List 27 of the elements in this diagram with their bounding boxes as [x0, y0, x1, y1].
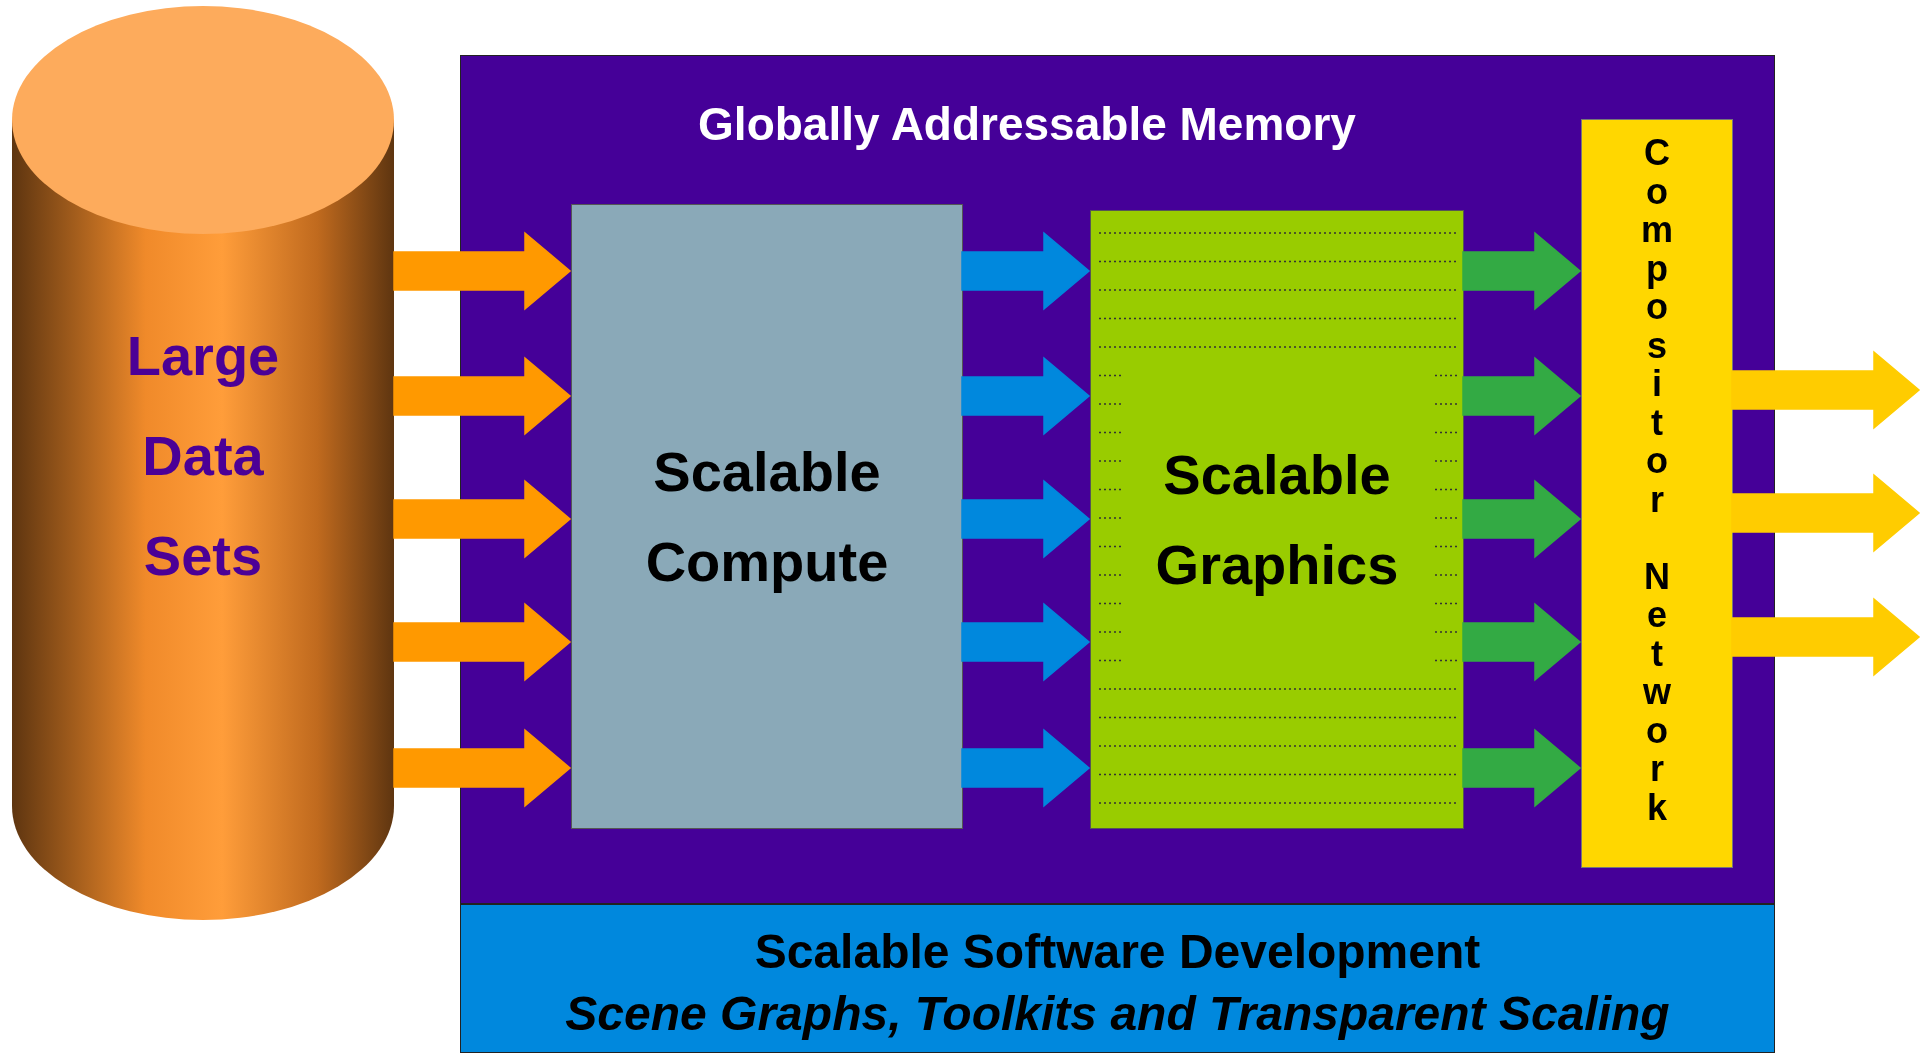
- block-arrow: [1462, 356, 1582, 436]
- memory-panel: [460, 55, 1775, 904]
- block-arrow: [1731, 597, 1921, 677]
- block-arrow: [393, 479, 572, 559]
- block-arrow: [1462, 479, 1582, 559]
- software-band: [460, 904, 1775, 1053]
- block-arrow: [1731, 350, 1921, 430]
- block-arrow: [1462, 602, 1582, 682]
- block-arrow: [961, 231, 1091, 311]
- block-arrow: [1462, 728, 1582, 808]
- compositor-bar: [1581, 119, 1733, 868]
- node-label: Large Data Sets: [125, 323, 281, 589]
- band-subtitle: Scene Graphs, Toolkits and Transparent Scaling: [565, 986, 1670, 1042]
- band-title: Scalable Software Development: [754, 924, 1481, 980]
- block-arrow: [393, 356, 572, 436]
- block-arrow: [1731, 473, 1921, 553]
- block-arrow: [961, 479, 1091, 559]
- block-arrow: [393, 728, 572, 808]
- block-arrow: [961, 728, 1091, 808]
- graphics-box: Scalable Graphics: [1090, 210, 1464, 829]
- block-arrow: [1462, 231, 1582, 311]
- vertical-label: Compositor Network: [1641, 134, 1673, 830]
- block-arrow: [393, 231, 572, 311]
- block-arrow: [961, 356, 1091, 436]
- compute-box: Scalable Compute: [571, 204, 963, 829]
- block-arrow: [393, 602, 572, 682]
- block-arrow: [961, 602, 1091, 682]
